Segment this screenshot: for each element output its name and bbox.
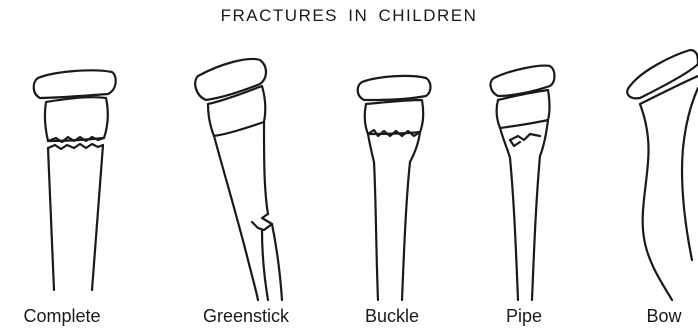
buckle-fracture-bone [358,76,431,300]
complete-fracture-bone [34,70,116,290]
label-pipe: Pipe [506,306,542,327]
label-buckle: Buckle [365,306,419,327]
bow-deformity-bone [627,50,698,300]
greenstick-fracture-bone [195,59,282,300]
pipe-fracture-bone [491,66,555,300]
label-complete: Complete [23,306,100,327]
label-greenstick: Greenstick [203,306,289,327]
label-bow: Bow [646,306,681,327]
